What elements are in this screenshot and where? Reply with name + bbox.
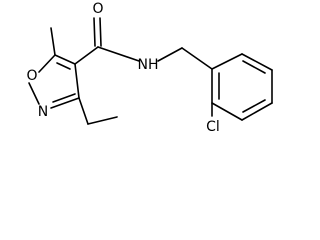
bond-ar-1: [211, 53, 243, 70]
chlorine-label: Cl: [206, 119, 220, 135]
bond-ch2-ring: [181, 47, 213, 70]
chemical-structure: O NH O N Cl: [26, 1, 273, 135]
bond-c-o-double-b: [99, 17, 102, 47]
bond-c3-ch2: [78, 97, 89, 125]
bond-ar-4-inner: [242, 99, 266, 113]
bond-n2-c3: [50, 97, 80, 109]
bond-ar-2: [241, 53, 273, 71]
ring-oxygen-label: O: [26, 68, 37, 84]
carbonyl-oxygen-label: O: [92, 1, 103, 17]
atom-labels: O NH O N Cl: [26, 1, 219, 135]
bond-o1-n2: [28, 82, 40, 105]
bond-c3-c4: [74, 63, 80, 99]
bond-n-ch2: [157, 47, 183, 62]
bond-n2-c3-inner: [52, 93, 76, 103]
bond-ar-5: [211, 102, 243, 121]
amide-nitrogen-label: NH: [138, 57, 159, 73]
bonds: [28, 17, 273, 125]
bond-methyl: [50, 27, 56, 56]
ring-nitrogen-label: N: [38, 104, 48, 120]
bond-ar-4: [241, 102, 273, 121]
bond-c4-c5: [54, 54, 76, 65]
bond-c-o-double-a: [93, 17, 96, 47]
bond-c5-o1: [38, 54, 56, 73]
bond-c4-c5-inner: [56, 62, 71, 70]
bond-c4-carbonyl: [74, 46, 99, 65]
bond-carbonyl-n: [97, 46, 140, 62]
bond-ch2-ch3: [87, 116, 118, 125]
bond-ar-2-inner: [242, 60, 266, 74]
